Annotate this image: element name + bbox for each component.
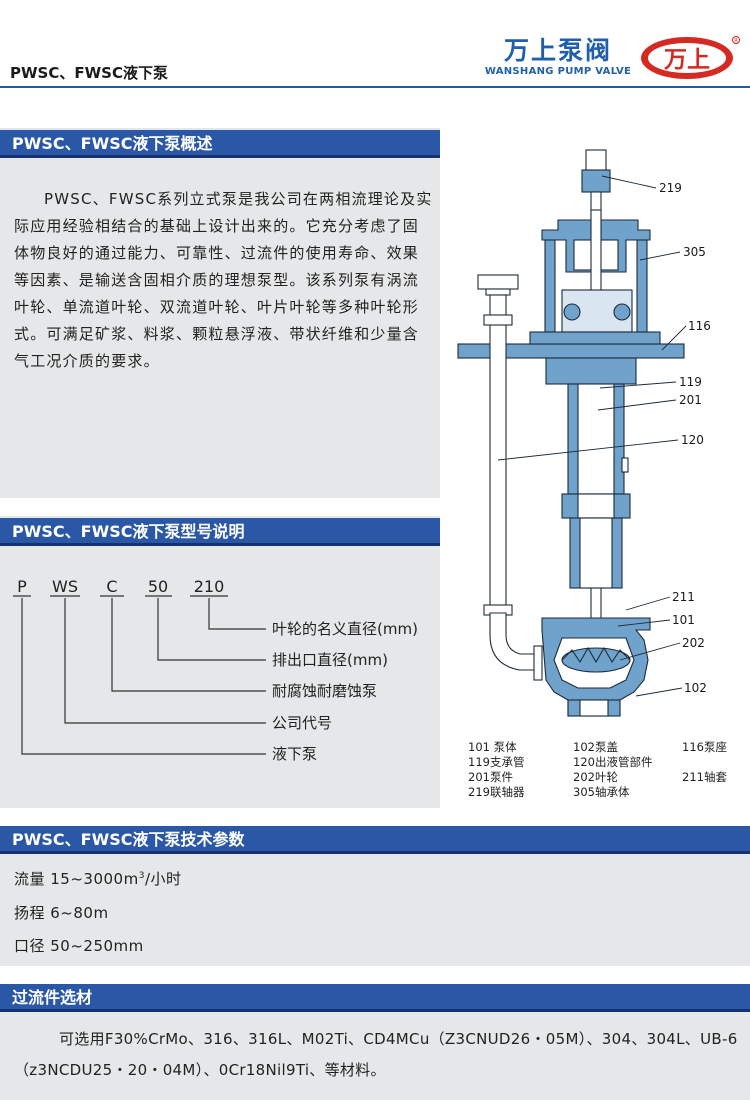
code-desc-210: 叶轮的名义直径(mm) (272, 620, 418, 638)
legend-item: 211轴套 (682, 770, 727, 784)
code-part-50: 50 (148, 577, 168, 596)
overview-panel (0, 128, 440, 498)
spec-flow-prefix: 流量 15~3000m (14, 870, 139, 888)
callout-219: 219 (659, 181, 682, 195)
callout-305: 305 (683, 245, 706, 259)
materials-heading: 过流件选材 (0, 984, 750, 1012)
spec-flow-sup: 3 (138, 871, 145, 881)
logo-text: 万上 (664, 47, 710, 73)
model-heading: PWSC、FWSC液下泵型号说明 (0, 518, 440, 546)
legend-item: 201泵件 (468, 770, 513, 784)
spec-head: 扬程 6~80m (14, 904, 109, 922)
callout-119: 119 (679, 375, 702, 389)
legend-item: 202叶轮 (573, 770, 618, 784)
brand: 万上泵阀 WANSHANG PUMP VALVE (483, 36, 633, 78)
pump-section-drawing: 219 305 116 119 201 120 211 101 202 102 (457, 149, 711, 717)
callout-202: 202 (682, 636, 705, 650)
legend-item: 305轴承体 (573, 785, 630, 799)
legend-item: 101 泵体 (468, 740, 517, 754)
legend-item: 119支承管 (468, 755, 525, 769)
materials-text: 可选用F30%CrMo、316、316L、M02Ti、CD4MCu（Z3CNUD… (14, 1030, 738, 1079)
code-part-p: P (17, 577, 27, 596)
legend-item: 120出液管部件 (573, 755, 653, 769)
overview-heading: PWSC、FWSC液下泵概述 (0, 130, 440, 158)
company-logo: 万上 R (641, 36, 740, 79)
code-desc-c: 耐腐蚀耐磨蚀泵 (272, 682, 377, 700)
callout-116: 116 (688, 319, 711, 333)
page-title: PWSC、FWSC液下泵 (10, 64, 168, 82)
code-part-ws: WS (52, 577, 78, 596)
svg-text:R: R (734, 38, 738, 44)
legend-item: 116泵座 (682, 740, 727, 754)
spec-diameter: 口径 50~250mm (14, 937, 144, 955)
callout-120: 120 (681, 433, 704, 447)
code-part-210: 210 (194, 577, 225, 596)
specs-heading: PWSC、FWSC液下泵技术参数 (0, 826, 750, 854)
spec-flow: 流量 15~3000m3/小时 (14, 868, 182, 889)
callout-211: 211 (672, 590, 695, 604)
spec-flow-suffix: /小时 (144, 870, 182, 888)
legend-item: 102泵盖 (573, 740, 618, 754)
model-panel (0, 516, 440, 808)
code-part-c: C (106, 577, 117, 596)
callout-201: 201 (679, 393, 702, 407)
brand-name-en: WANSHANG PUMP VALVE (484, 66, 632, 77)
overview-text: PWSC、FWSC系列立式泵是我公司在两相流理论及实际应用经验相结合的基础上设计… (14, 190, 433, 370)
code-desc-ws: 公司代号 (272, 714, 332, 732)
model-code-diagram: P WS C 50 210 液下泵 公司代号 耐腐蚀耐磨蚀泵 排出口直径(mm)… (13, 577, 418, 763)
code-desc-p: 液下泵 (272, 745, 317, 763)
code-desc-50: 排出口直径(mm) (272, 651, 388, 669)
brand-name-cn: 万上泵阀 (503, 36, 612, 65)
header-divider (0, 86, 750, 88)
legend-item: 219联轴器 (468, 785, 525, 799)
callout-101: 101 (672, 613, 695, 627)
callout-102: 102 (684, 681, 707, 695)
